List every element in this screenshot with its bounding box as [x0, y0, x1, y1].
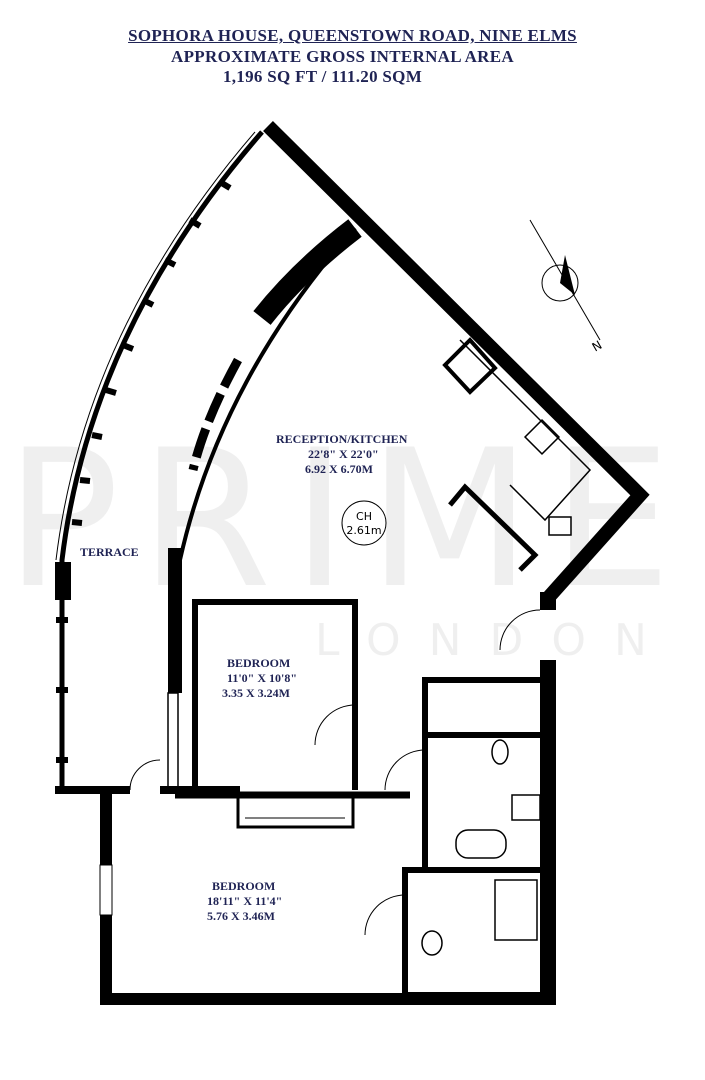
outer-wall [263, 121, 650, 603]
terrace-label: TERRACE [80, 545, 139, 559]
svg-text:18'11" X 11'4": 18'11" X 11'4" [207, 894, 282, 908]
svg-text:BEDROOM: BEDROOM [227, 656, 290, 670]
kitchen-units [459, 339, 592, 536]
terrace-mullions [56, 179, 232, 763]
svg-text:3.35 X 3.24M: 3.35 X 3.24M [222, 686, 290, 700]
area-subtitle: APPROXIMATE GROSS INTERNAL AREA [171, 47, 514, 66]
compass-icon: N [529, 219, 605, 355]
reception-kitchen-label: RECEPTION/KITCHEN 22'8" X 22'0" 6.92 X 6… [276, 432, 408, 476]
terrace-outer-glazing [59, 130, 264, 790]
bedroom-2-label: BEDROOM 18'11" X 11'4" 5.76 X 3.46M [207, 879, 282, 923]
ceiling-height-marker: CH 2.61m [341, 500, 387, 546]
svg-text:6.92 X 6.70M: 6.92 X 6.70M [305, 462, 373, 476]
address-title: SOPHORA HOUSE, QUEENSTOWN ROAD, NINE ELM… [128, 26, 577, 45]
bathrooms [364, 609, 546, 998]
compass-north-label: N [590, 338, 605, 355]
bedroom-1-label: BEDROOM 11'0" X 10'8" 3.35 X 3.24M [222, 656, 297, 700]
area-value: 1,196 SQ FT / 111.20 SQM [222, 67, 423, 86]
svg-text:22'8" X 22'0": 22'8" X 22'0" [308, 447, 379, 461]
svg-text:5.76 X 3.46M: 5.76 X 3.46M [207, 909, 275, 923]
svg-text:BEDROOM: BEDROOM [212, 879, 275, 893]
svg-text:CH: CH [356, 510, 372, 523]
svg-text:RECEPTION/KITCHEN: RECEPTION/KITCHEN [276, 432, 408, 446]
svg-text:2.61m: 2.61m [346, 524, 381, 537]
bedroom1-walls [192, 599, 358, 790]
svg-text:LONDON: LONDON [315, 615, 675, 666]
svg-text:11'0" X 10'8": 11'0" X 10'8" [227, 671, 297, 685]
